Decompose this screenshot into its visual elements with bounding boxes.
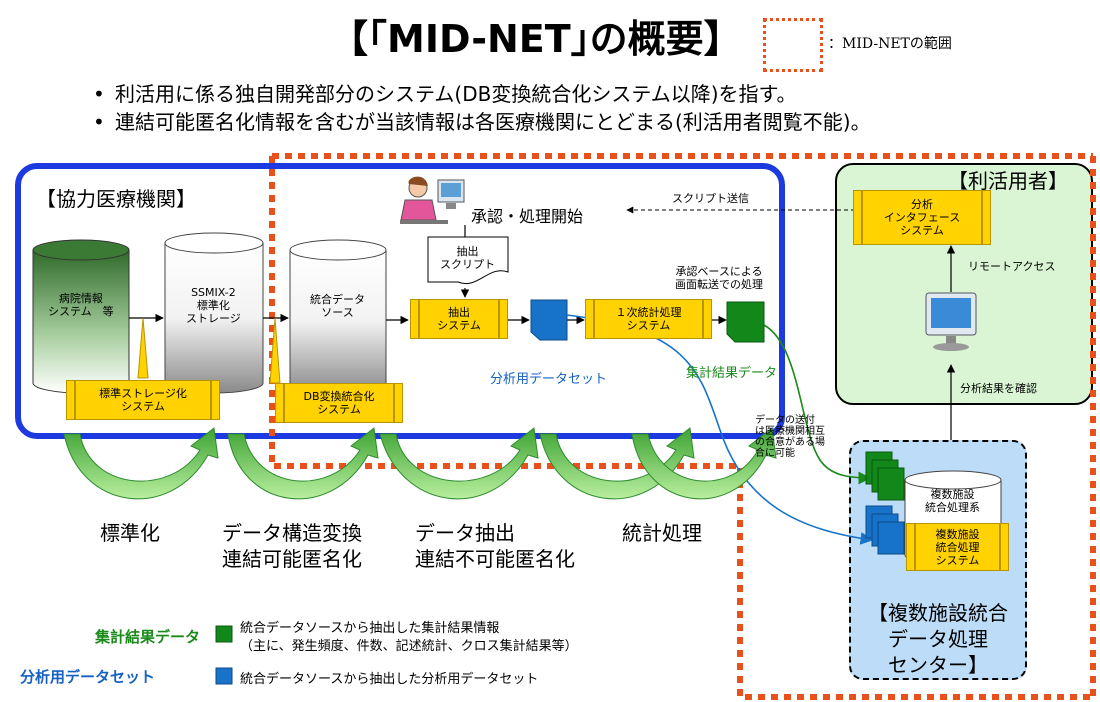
legend-result-swatch [215, 625, 233, 643]
remote-access-label: リモートアクセス [968, 260, 1056, 273]
center-db-label: 複数施設 統合処理系 [925, 488, 980, 514]
legend-result-name: 集計結果データ [95, 628, 201, 646]
confirm-result-label: 分析結果を確認 [960, 382, 1037, 395]
stage-extraction: データ抽出 連結不可能匿名化 [415, 521, 575, 571]
legend-dataset-name: 分析用データセット [20, 668, 156, 686]
center-title: 【複数施設統合 データ処理 センター】 [868, 601, 1008, 677]
page-title: 【｢MID-NET｣の概要】 [330, 17, 742, 61]
stage-arcs [63, 427, 777, 500]
user-title: 【利活用者】 [948, 169, 1068, 193]
hospital-panel [15, 163, 785, 439]
db-conversion-system: DB変換統合化 システム [275, 383, 403, 423]
bullet-item: 連結可能匿名化情報を含むが当該情報は各医療機関にとどまる(利活用者閲覧不能)。 [115, 108, 871, 136]
approval-label: 承認・処理開始 [471, 207, 584, 226]
monitor-icon [925, 292, 977, 351]
script-send-label: スクリプト送信 [672, 192, 749, 205]
integrated-db-label: 統合データ ソース [310, 293, 365, 319]
legend-dataset-desc: 統合データソースから抽出した分析用データセット [240, 672, 539, 687]
center-dataset-docs [865, 505, 905, 555]
scope-legend-label: ：MID-NETの範囲 [828, 36, 952, 52]
bullet-item: 利活用に係る独自開発部分のシステム(DB変換統合化システム以降)を指す。 [115, 80, 871, 108]
result-doc-icon [726, 301, 765, 343]
dataset-label: 分析用データセット [490, 372, 608, 387]
script-label: 抽出 スクリプト [440, 245, 495, 271]
scope-legend-swatch [763, 18, 823, 72]
midnet-scope-boundary [269, 153, 1096, 700]
hospital-title: 【協力医療機関】 [36, 187, 196, 211]
center-result-docs [865, 451, 905, 501]
extraction-system: 抽出 システム [410, 299, 508, 339]
ssmix-db-label: SSMIX-2 標準化 ストレージ [186, 286, 241, 325]
multi-facility-system: 複数施設 統合処理 システム [906, 523, 1009, 571]
integrated-db-cylinder [289, 239, 387, 394]
storage-system: 標準ストレージ化 システム [66, 380, 220, 420]
stage-structure-conversion: データ構造変換 連結可能匿名化 [222, 521, 362, 571]
dataset-doc-icon [530, 299, 568, 341]
transfer-note: データの送付 は医療機関相互 の合意がある場 合に可能 [755, 415, 825, 459]
bullet-list: 利活用に係る独自開発部分のシステム(DB変換統合化システム以降)を指す。 連結可… [115, 80, 871, 136]
operator-icon [400, 176, 465, 224]
script-document [427, 236, 509, 285]
primary-stats-system: １次統計処理 システム [585, 299, 712, 339]
hospital-db-label: 病院情報 システム 等 [48, 292, 114, 318]
legend-result-desc: 統合データソースから抽出した集計結果情報 （主に、発生頻度、件数、記述統計、クロ… [240, 621, 578, 654]
analysis-interface-system: 分析 インタフェース システム [853, 190, 991, 245]
result-label: 集計結果データ [686, 366, 778, 381]
approval-note: 承認ベースによる 画面転送での処理 [675, 265, 763, 291]
legend-dataset-swatch [215, 667, 233, 685]
stage-standardize: 標準化 [100, 521, 160, 545]
stage-statistics: 統計処理 [622, 521, 702, 545]
